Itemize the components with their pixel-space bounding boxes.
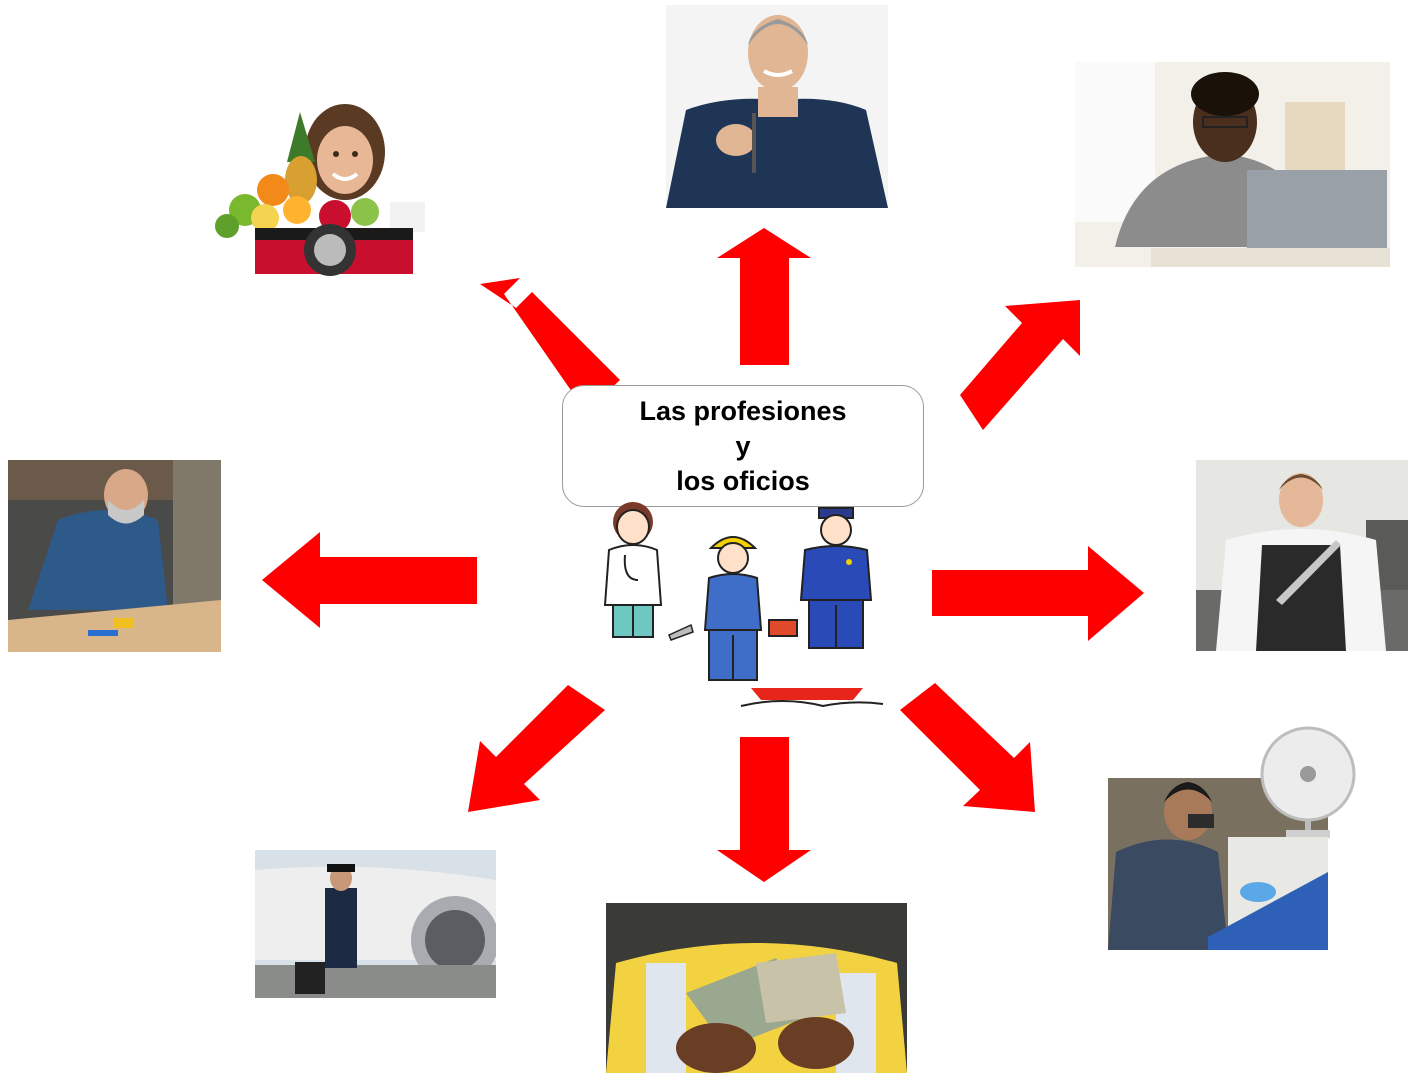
- center-title-box: Las profesiones y los oficios: [562, 385, 924, 507]
- arrow-left: [262, 532, 477, 628]
- workers-illustration: [603, 502, 884, 708]
- arrow-down-left: [468, 685, 605, 812]
- title-line-1: Las profesiones: [639, 395, 847, 426]
- carpenter-image: [8, 460, 221, 652]
- chef-image: [1196, 460, 1408, 651]
- pilot-image: [255, 850, 496, 998]
- builder-figure: [668, 536, 798, 681]
- office-worker-image: [1075, 62, 1390, 267]
- arrow-right: [932, 546, 1144, 641]
- title-line-3: los oficios: [676, 465, 810, 496]
- arrow-up: [717, 228, 811, 365]
- cashier-image: [606, 903, 907, 1073]
- arrow-down-right: [900, 683, 1035, 812]
- arrow-up-right: [960, 300, 1080, 430]
- car-salesman-image: [666, 5, 888, 208]
- doctor-figure: [603, 502, 663, 638]
- arrow-up-left: [480, 278, 620, 412]
- title-line-2: y: [735, 430, 751, 461]
- fruit-vendor-image: [205, 102, 425, 280]
- technician-image: [1108, 722, 1358, 950]
- police-figure: [799, 507, 873, 649]
- boat-shape: [751, 688, 863, 700]
- arrow-down: [717, 737, 811, 882]
